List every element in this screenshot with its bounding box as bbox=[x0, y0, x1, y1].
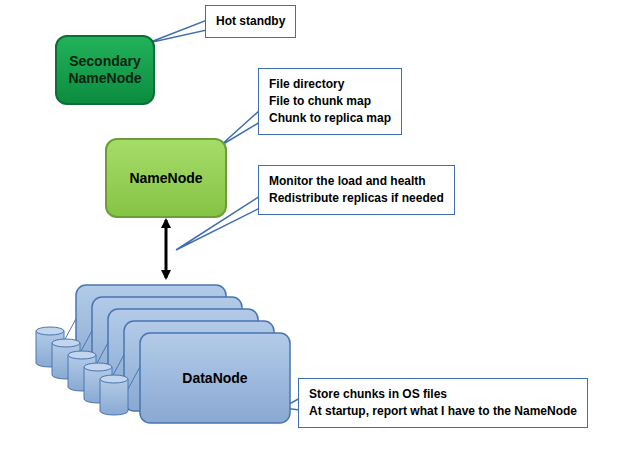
callout-box: File directoryFile to chunk mapChunk to … bbox=[258, 68, 402, 135]
callout-text: At startup, report what I have to the Na… bbox=[309, 403, 577, 420]
callout-text: File directory bbox=[269, 76, 391, 93]
data-node-stack: DataNode bbox=[15, 278, 295, 428]
disk-top bbox=[52, 339, 80, 347]
node-label: NameNode bbox=[129, 170, 202, 187]
server-stack bbox=[15, 278, 295, 428]
callout-text: Chunk to replica map bbox=[269, 110, 391, 127]
text-group: Secondary NameNode bbox=[63, 53, 147, 87]
node-label: Secondary NameNode bbox=[63, 53, 147, 87]
callout-box: Hot standby bbox=[205, 5, 296, 38]
callout-box: Store chunks in OS filesAt startup, repo… bbox=[298, 378, 588, 428]
master-node-box: NameNode bbox=[105, 138, 227, 218]
callout-text: Monitor the load and health bbox=[269, 173, 444, 190]
disk-top bbox=[84, 363, 112, 371]
callout-tail bbox=[148, 20, 207, 43]
front-server-label-area: DataNode bbox=[140, 333, 290, 423]
text-group: NameNode bbox=[129, 170, 202, 187]
standby-node-box: Secondary NameNode bbox=[55, 35, 155, 105]
callout-text: Store chunks in OS files bbox=[309, 386, 577, 403]
callout-tail bbox=[220, 110, 260, 146]
disk-top bbox=[36, 327, 64, 335]
callout-box: Monitor the load and healthRedistribute … bbox=[258, 165, 455, 215]
callout-text: Redistribute replicas if needed bbox=[269, 190, 444, 207]
server-box bbox=[140, 333, 290, 423]
disk-top bbox=[100, 375, 128, 383]
callout-text: Hot standby bbox=[216, 13, 285, 30]
node-label: DataNode bbox=[182, 370, 247, 387]
disk-top bbox=[68, 351, 96, 359]
callout-text: File to chunk map bbox=[269, 93, 391, 110]
double-arrow bbox=[165, 220, 168, 278]
disk-cylinder bbox=[100, 379, 128, 415]
